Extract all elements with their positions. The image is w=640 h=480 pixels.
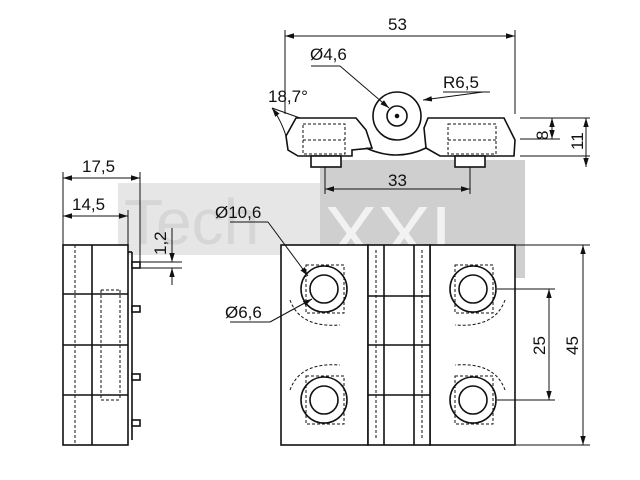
dim-hole-spacing: 25 — [530, 336, 549, 355]
front-view-labels: Ø10,6 Ø6,6 25 45 — [215, 203, 582, 355]
hole-top-right-outer — [449, 265, 497, 313]
dim-stud-spacing: 33 — [388, 171, 407, 190]
front-view — [280, 244, 516, 446]
dim-height-large: 11 — [568, 132, 587, 150]
side-studs — [131, 261, 141, 427]
dim-angle: 18,7° — [268, 87, 308, 106]
dim-stud-length: 1,2 — [151, 231, 170, 255]
top-left-stud — [310, 155, 342, 168]
side-view-labels: 17,5 14,5 1,2 — [72, 157, 170, 255]
dim-height-small: 8 — [533, 131, 552, 140]
dim-overall-height: 45 — [563, 336, 582, 355]
top-view — [285, 91, 516, 168]
dim-knuckle-radius: R6,5 — [443, 73, 479, 92]
top-view-dimensions — [271, 30, 590, 194]
hole-bottom-right-outer — [449, 376, 497, 424]
side-view — [62, 244, 141, 446]
top-left-leaf — [285, 117, 374, 157]
dim-side-width-inner: 14,5 — [72, 195, 105, 214]
front-left-leaf — [280, 244, 369, 446]
hole-top-right-inner — [458, 274, 488, 304]
top-pin-hole — [386, 105, 408, 127]
top-right-stud — [454, 155, 486, 168]
hole-top-left-inner — [309, 274, 339, 304]
front-right-leaf — [429, 244, 516, 446]
dim-overall-width: 53 — [388, 15, 407, 34]
hole-bottom-right-inner — [458, 385, 488, 415]
dim-pin-diameter: Ø4,6 — [310, 45, 347, 64]
dim-side-width-outer: 17,5 — [82, 157, 115, 176]
dim-hole-diameter: Ø6,6 — [225, 303, 262, 322]
hole-bottom-left-inner — [309, 385, 339, 415]
hole-bottom-left-outer — [300, 376, 348, 424]
front-view-dimensions — [230, 221, 590, 446]
top-view-labels: 53 Ø4,6 R6,5 18,7° 33 8 11 — [268, 15, 587, 190]
side-view-dimensions — [62, 172, 182, 285]
hole-top-left-outer — [300, 265, 348, 313]
front-holes — [300, 265, 497, 424]
dim-counterbore-diameter: Ø10,6 — [215, 203, 261, 222]
